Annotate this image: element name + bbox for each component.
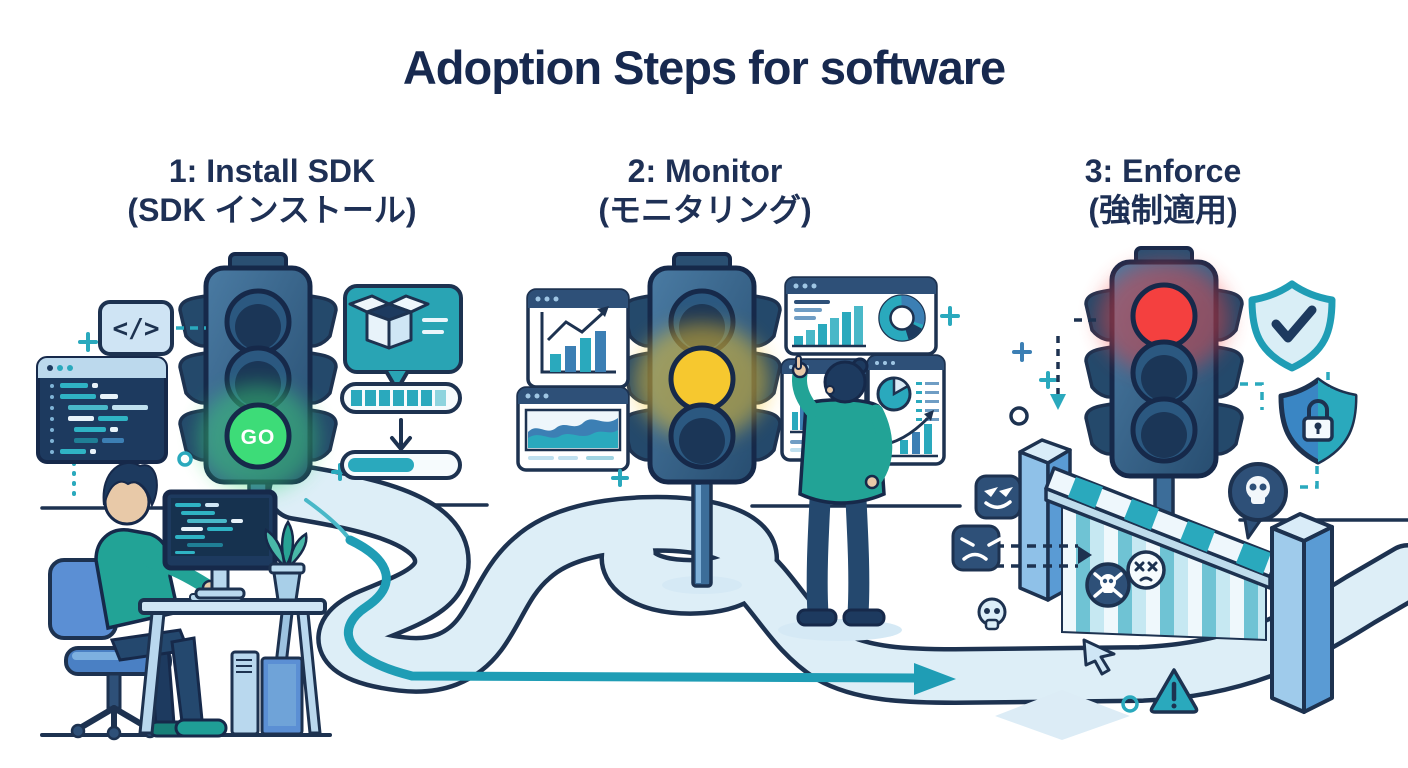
traffic-light-2 <box>622 252 782 588</box>
sparkle-circle <box>1009 406 1029 426</box>
code-editor-window <box>36 356 168 464</box>
step-3-subtitle: (強制適用) <box>1088 192 1238 229</box>
sparkle-circle <box>177 451 193 467</box>
blocked-arrowhead <box>1078 546 1092 564</box>
dashboard-window <box>784 276 938 356</box>
shield-lock-icon <box>1278 377 1358 465</box>
go-light-label: GO <box>241 426 276 449</box>
yellow-light <box>668 345 736 413</box>
step3-icons <box>951 280 1358 714</box>
code-badge-icon: </> <box>98 300 174 356</box>
sparkle-plus <box>1012 342 1057 389</box>
shield-check-icon <box>1248 280 1336 372</box>
sparkle-plus <box>611 306 960 487</box>
open-box-icon <box>348 294 430 350</box>
devil-face-icon <box>974 474 1022 520</box>
road-diamond <box>995 690 1130 740</box>
red-light <box>1130 282 1198 350</box>
skull-bubble-icon <box>1228 462 1288 540</box>
step-3-label: 3: Enforce (強制適用) <box>988 152 1338 230</box>
page-title: Adoption Steps for software <box>402 41 1006 94</box>
analyst-person <box>778 355 902 641</box>
barrier-bar <box>1044 466 1280 590</box>
cursor-icon <box>1082 638 1116 676</box>
warning-triangle-icon <box>1149 668 1199 714</box>
skull-icon <box>977 597 1007 631</box>
sparkle-circle <box>1121 695 1139 713</box>
step-2-title: 2: Monitor <box>627 153 783 189</box>
step1-icons: </> <box>36 284 463 499</box>
donut-chart <box>878 294 926 342</box>
bar-chart-window <box>526 288 630 389</box>
blocked-dashed-lines <box>995 544 1078 568</box>
pc-tower <box>230 650 304 736</box>
progress-bar-segmented <box>340 382 462 414</box>
package-bubble-icon <box>343 284 463 392</box>
svg-text:</>: </> <box>113 314 160 344</box>
angry-face-icon <box>951 524 1002 572</box>
plant <box>264 519 308 602</box>
road <box>267 463 1408 740</box>
step-3-title: 3: Enforce <box>1084 153 1242 189</box>
shield-connector-dashes <box>1240 372 1330 489</box>
monitor <box>162 489 278 600</box>
go-light <box>224 402 292 470</box>
developer-at-desk <box>40 461 332 741</box>
step-1-label: 1: Install SDK (SDK インストール) <box>47 152 497 230</box>
flow-arrow <box>304 498 956 695</box>
traffic-light-1: GO <box>178 252 338 512</box>
step-2-label: 2: Monitor (モニタリング) <box>530 152 880 230</box>
area-chart-window <box>516 386 630 472</box>
download-arrow-icon <box>390 418 412 451</box>
desk <box>138 593 327 736</box>
gate-pillar-right <box>1270 512 1334 714</box>
progress-bar <box>340 450 462 480</box>
step-1-title: 1: Install SDK <box>168 153 376 189</box>
step-1-subtitle: (SDK インストール) <box>127 192 417 229</box>
dizzy-face-icon <box>1126 550 1166 590</box>
dashed-arrow-down <box>1050 336 1066 410</box>
skull-crossbones-icon <box>1085 562 1131 608</box>
step-2-subtitle: (モニタリング) <box>598 192 812 229</box>
